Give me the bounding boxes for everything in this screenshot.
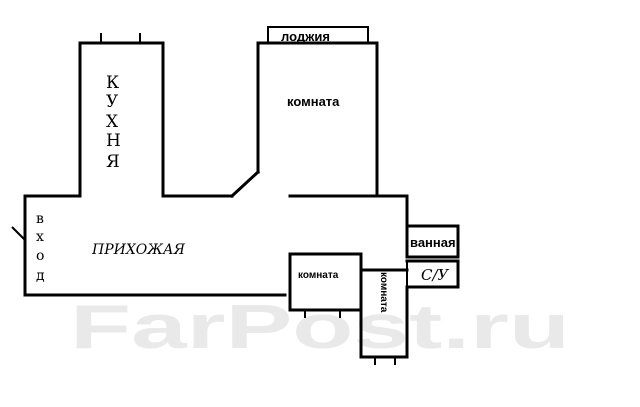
- kitchen-label: К У Х Н Я: [106, 73, 121, 172]
- wc-label: С/У: [421, 266, 450, 284]
- walls: [11, 26, 460, 365]
- loggia-label: лоджия: [281, 29, 330, 44]
- room-main-label: комната: [287, 94, 340, 109]
- svg-text:д: д: [36, 268, 45, 284]
- svg-text:У: У: [106, 92, 119, 112]
- watermark: FarPost.ru: [70, 293, 570, 362]
- svg-text:в: в: [36, 211, 44, 227]
- svg-text:х: х: [36, 229, 44, 245]
- svg-text:К: К: [106, 73, 119, 93]
- hall-label: ПРИХОЖАЯ: [91, 242, 186, 258]
- svg-text:Х: Х: [106, 112, 119, 132]
- svg-text:о: о: [36, 248, 44, 264]
- svg-text:Н: Н: [106, 131, 121, 151]
- room-vertical-label: комната: [378, 272, 389, 313]
- room-small-label: комната: [298, 270, 339, 281]
- entrance-label: в х о д: [36, 211, 45, 284]
- bathroom-label: ванная: [410, 235, 456, 250]
- svg-text:Я: Я: [106, 152, 120, 172]
